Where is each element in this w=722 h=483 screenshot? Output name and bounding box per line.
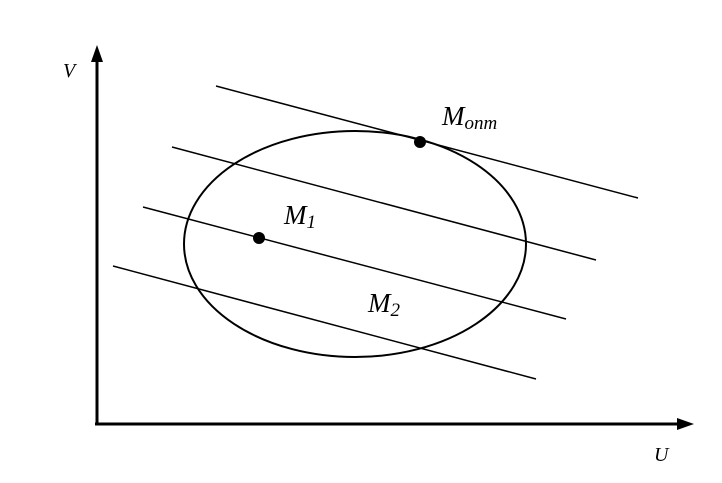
label-m2-base: M bbox=[367, 288, 392, 318]
label-m1-base: M bbox=[283, 200, 308, 230]
x-axis-arrow bbox=[677, 418, 694, 430]
level-line-3 bbox=[142, 206, 567, 320]
label-m-opt-subscript: опт bbox=[465, 113, 498, 134]
label-m2: M2 bbox=[367, 288, 401, 321]
point-m1 bbox=[253, 232, 265, 244]
x-axis-label: U bbox=[654, 444, 670, 466]
y-axis-arrow bbox=[91, 45, 103, 62]
point-m-opt bbox=[414, 136, 426, 148]
level-line-2 bbox=[171, 146, 597, 261]
label-m-opt: Mопт bbox=[441, 101, 497, 134]
label-m1: M1 bbox=[283, 200, 316, 233]
level-line-1 bbox=[215, 85, 639, 199]
label-m1-subscript: 1 bbox=[307, 212, 317, 233]
feasible-region-ellipse bbox=[183, 130, 527, 358]
label-m-opt-base: M bbox=[441, 101, 466, 131]
y-axis-label: V bbox=[63, 60, 78, 82]
level-line-4 bbox=[112, 265, 537, 380]
label-m2-subscript: 2 bbox=[391, 300, 401, 321]
